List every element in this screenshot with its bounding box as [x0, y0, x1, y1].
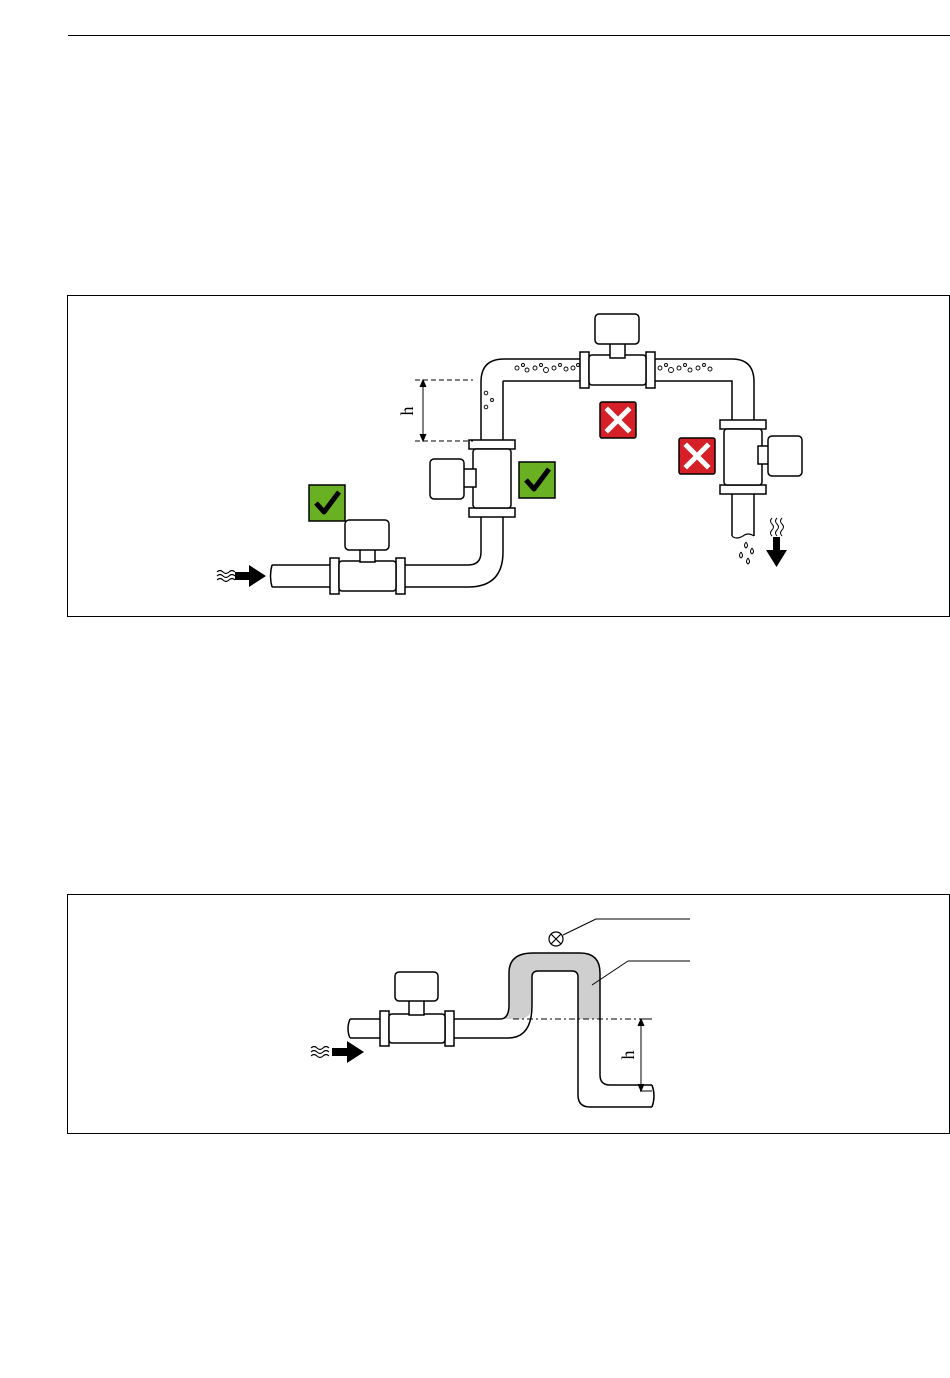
check-icon [519, 462, 555, 498]
filled-pipe-section [500, 953, 600, 1019]
flow-direction-arrow-icon [332, 1041, 364, 1063]
height-label: h [618, 1051, 638, 1060]
flowmeter-horizontal [330, 520, 405, 594]
installation-figure-1: h [67, 295, 950, 617]
flow-inlet-icon [217, 571, 235, 582]
height-dimension [415, 380, 473, 441]
cross-icon [600, 402, 636, 438]
height-label: h [397, 407, 417, 416]
flowmeter [380, 972, 454, 1046]
water-drops-icon [740, 542, 754, 564]
flowmeter-vertical-ascending [430, 440, 515, 517]
check-icon [309, 485, 345, 521]
height-dimension [638, 1019, 652, 1091]
installation-figure-2: h [67, 894, 950, 1134]
cross-icon [679, 438, 715, 474]
flow-direction-arrow-icon [235, 565, 266, 587]
flow-inlet-icon [311, 1047, 329, 1058]
down-arrow-icon [766, 537, 787, 567]
flowmeter-top-horizontal [580, 314, 655, 388]
heat-vapour-icon [771, 518, 784, 536]
vent-valve-icon [549, 932, 563, 946]
flowmeter-vertical-descending [720, 420, 802, 494]
header-rule [68, 35, 950, 36]
